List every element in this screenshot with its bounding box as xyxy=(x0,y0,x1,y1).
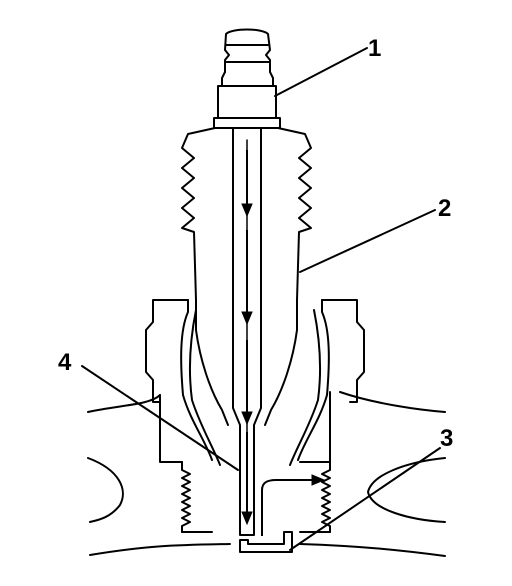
down-arrow-icon xyxy=(241,340,253,426)
leader-line-2 xyxy=(299,209,436,273)
callout-4: 4 xyxy=(58,349,72,376)
callout-2: 2 xyxy=(438,195,451,222)
current-flow-arrows xyxy=(241,150,326,536)
spark-plug-terminal xyxy=(213,28,281,129)
right-arrow-icon xyxy=(261,474,326,536)
leader-line-1 xyxy=(274,47,368,97)
spark-plug-shell xyxy=(145,299,365,466)
leader-line-4 xyxy=(81,365,239,471)
spark-plug-insulator xyxy=(181,127,312,426)
cylinder-head xyxy=(87,391,446,557)
down-arrow-icon xyxy=(241,230,253,326)
leader-line-3 xyxy=(289,447,441,551)
down-arrow-icon xyxy=(241,432,253,526)
spark-plug-threads xyxy=(181,461,331,533)
callout-3: 3 xyxy=(440,425,453,452)
callout-1: 1 xyxy=(368,35,381,62)
callout-leaders xyxy=(81,47,441,551)
down-arrow-icon xyxy=(241,150,253,218)
ground-electrode xyxy=(239,531,293,553)
